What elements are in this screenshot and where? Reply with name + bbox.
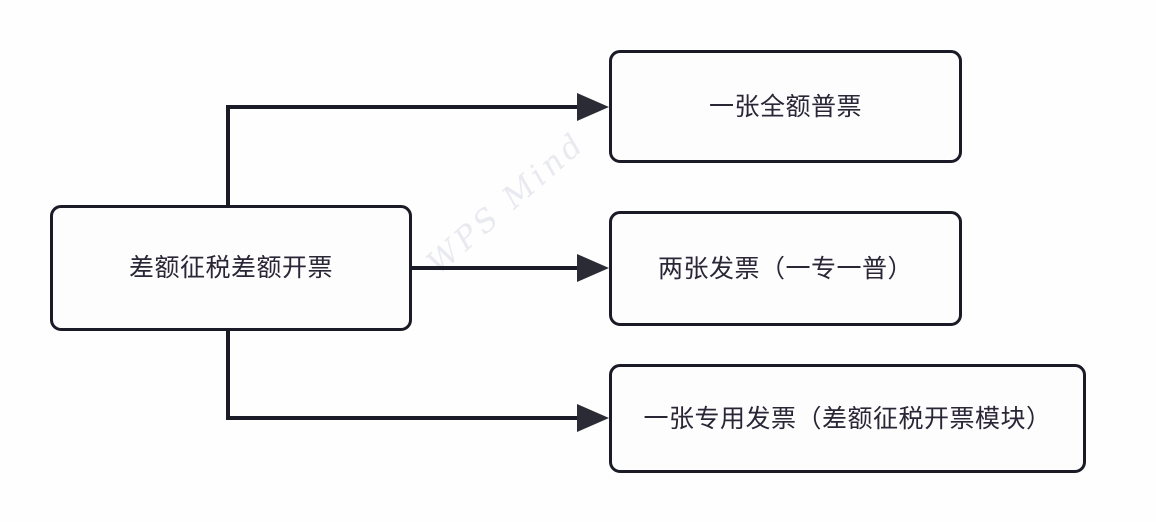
- node-source[interactable]: 差额征税差额开票: [50, 205, 412, 331]
- wps-mind-watermark: WPS Mind: [420, 125, 632, 310]
- node-target-3-label: 一张专用发票（差额征税开票模块）: [643, 403, 1052, 433]
- node-target-one-full-general-invoice[interactable]: 一张全额普票: [609, 50, 962, 163]
- connector-to-target-3: [226, 331, 609, 432]
- node-target-special-invoice-module[interactable]: 一张专用发票（差额征税开票模块）: [609, 364, 1086, 473]
- watermark-text: WPS Mind: [420, 124, 593, 282]
- node-target-1-label: 一张全额普票: [708, 91, 862, 121]
- connector-to-target-2: [412, 254, 609, 282]
- node-target-two-invoices[interactable]: 两张发票（一专一普）: [609, 211, 962, 326]
- connector-to-target-1: [226, 93, 609, 205]
- node-target-2-label: 两张发票（一专一普）: [657, 253, 913, 283]
- node-source-label: 差额征税差额开票: [128, 253, 333, 282]
